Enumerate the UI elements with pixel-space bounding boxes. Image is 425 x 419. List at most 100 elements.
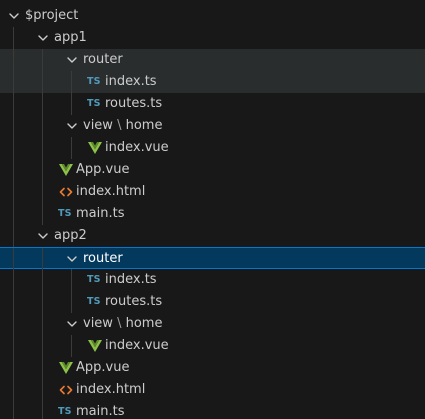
tree-item-label: index.ts bbox=[105, 74, 157, 89]
tree-item-app2-router-routes[interactable]: TS routes.ts bbox=[0, 291, 425, 313]
indent-guide bbox=[71, 93, 72, 115]
html-file-icon bbox=[59, 185, 73, 199]
tree-item-label: view \ home bbox=[83, 313, 162, 335]
typescript-file-icon: TS bbox=[87, 76, 101, 87]
tree-item-root[interactable]: $project bbox=[0, 5, 425, 27]
indent-guide bbox=[42, 93, 43, 115]
indent-guide bbox=[13, 379, 14, 401]
chevron-down-icon[interactable] bbox=[66, 54, 78, 66]
tree-item-label: index.html bbox=[76, 382, 146, 397]
chevron-down-icon[interactable] bbox=[66, 318, 78, 330]
indent-guide bbox=[42, 71, 43, 93]
indent-guide bbox=[71, 71, 72, 93]
indent-guide bbox=[13, 115, 14, 137]
tree-item-label: routes.ts bbox=[105, 294, 163, 309]
indent-guide bbox=[13, 401, 14, 419]
tree-item-app2-index-html[interactable]: index.html bbox=[0, 379, 425, 401]
vue-file-icon bbox=[88, 141, 102, 155]
indent-guide bbox=[13, 203, 14, 225]
indent-guide bbox=[13, 313, 14, 335]
tree-item-app1[interactable]: app1 bbox=[0, 27, 425, 49]
typescript-file-icon: TS bbox=[58, 406, 72, 417]
indent-guide bbox=[42, 137, 43, 159]
tree-item-label: app2 bbox=[54, 228, 87, 243]
indent-guide bbox=[42, 181, 43, 203]
tree-item-app2-main-ts[interactable]: TS main.ts bbox=[0, 401, 425, 419]
chevron-down-icon[interactable] bbox=[66, 120, 78, 132]
indent-guide bbox=[71, 137, 72, 159]
tree-item-app1-app-vue[interactable]: App.vue bbox=[0, 159, 425, 181]
tree-item-app1-index-html[interactable]: index.html bbox=[0, 181, 425, 203]
indent-guide bbox=[13, 269, 14, 291]
indent-guide bbox=[42, 335, 43, 357]
typescript-file-icon: TS bbox=[87, 296, 101, 307]
tree-item-app1-main-ts[interactable]: TS main.ts bbox=[0, 203, 425, 225]
html-file-icon bbox=[59, 383, 73, 397]
indent-guide bbox=[13, 137, 14, 159]
tree-item-label: main.ts bbox=[76, 404, 125, 419]
tree-item-label: routes.ts bbox=[105, 96, 163, 111]
indent-guide bbox=[13, 225, 14, 247]
indent-guide bbox=[71, 335, 72, 357]
indent-guide bbox=[13, 93, 14, 115]
indent-guide bbox=[13, 291, 14, 313]
tree-item-label: router bbox=[83, 251, 123, 266]
indent-guide bbox=[13, 248, 14, 270]
tree-item-label: index.html bbox=[76, 184, 146, 199]
compact-folder-separator: \ bbox=[112, 118, 126, 133]
indent-guide bbox=[42, 379, 43, 401]
tree-item-label: router bbox=[83, 52, 123, 67]
vue-file-icon bbox=[59, 163, 73, 177]
indent-guide bbox=[13, 159, 14, 181]
tree-item-label: view \ home bbox=[83, 115, 162, 137]
tree-item-app1-view-home[interactable]: view \ home bbox=[0, 115, 425, 137]
tree-item-app1-router-index[interactable]: TS index.ts bbox=[0, 71, 425, 93]
typescript-file-icon: TS bbox=[87, 274, 101, 285]
tree-item-app2-router[interactable]: router bbox=[0, 247, 425, 270]
tree-item-app1-view-home-index[interactable]: index.vue bbox=[0, 137, 425, 159]
indent-guide bbox=[42, 357, 43, 379]
compact-folder-separator: \ bbox=[112, 316, 126, 331]
indent-guide bbox=[42, 159, 43, 181]
chevron-down-icon[interactable] bbox=[37, 230, 49, 242]
tree-item-app2-view-home[interactable]: view \ home bbox=[0, 313, 425, 335]
tree-item-app2-router-index[interactable]: TS index.ts bbox=[0, 269, 425, 291]
tree-item-label: main.ts bbox=[76, 206, 125, 221]
compact-folder-segment[interactable]: view bbox=[83, 118, 113, 133]
tree-item-app2-view-home-index[interactable]: index.vue bbox=[0, 335, 425, 357]
tree-item-app1-router[interactable]: router bbox=[0, 49, 425, 71]
tree-item-label: index.vue bbox=[105, 338, 169, 353]
tree-item-label: App.vue bbox=[76, 360, 130, 375]
vue-file-icon bbox=[88, 339, 102, 353]
tree-item-label: app1 bbox=[54, 30, 87, 45]
indent-guide bbox=[42, 401, 43, 419]
indent-guide bbox=[13, 27, 14, 49]
indent-guide bbox=[71, 269, 72, 291]
indent-guide bbox=[71, 291, 72, 313]
indent-guide bbox=[13, 181, 14, 203]
tree-item-app2[interactable]: app2 bbox=[0, 225, 425, 247]
chevron-down-icon[interactable] bbox=[8, 10, 20, 22]
compact-folder-segment[interactable]: view bbox=[83, 316, 113, 331]
typescript-file-icon: TS bbox=[58, 208, 72, 219]
indent-guide bbox=[42, 248, 43, 270]
chevron-down-icon[interactable] bbox=[66, 253, 78, 265]
chevron-down-icon[interactable] bbox=[37, 32, 49, 44]
tree-item-label: App.vue bbox=[76, 162, 130, 177]
compact-folder-segment[interactable]: home bbox=[125, 118, 163, 133]
tree-item-label: index.ts bbox=[105, 272, 157, 287]
indent-guide bbox=[42, 313, 43, 335]
tree-item-label: index.vue bbox=[105, 140, 169, 155]
typescript-file-icon: TS bbox=[87, 98, 101, 109]
indent-guide bbox=[42, 291, 43, 313]
vue-file-icon bbox=[59, 361, 73, 375]
indent-guide bbox=[42, 269, 43, 291]
compact-folder-segment[interactable]: home bbox=[125, 316, 163, 331]
indent-guide bbox=[13, 335, 14, 357]
indent-guide bbox=[13, 49, 14, 71]
indent-guide bbox=[13, 71, 14, 93]
tree-item-app1-router-routes[interactable]: TS routes.ts bbox=[0, 93, 425, 115]
tree-item-app2-app-vue[interactable]: App.vue bbox=[0, 357, 425, 379]
tree-item-label: $project bbox=[25, 8, 79, 23]
